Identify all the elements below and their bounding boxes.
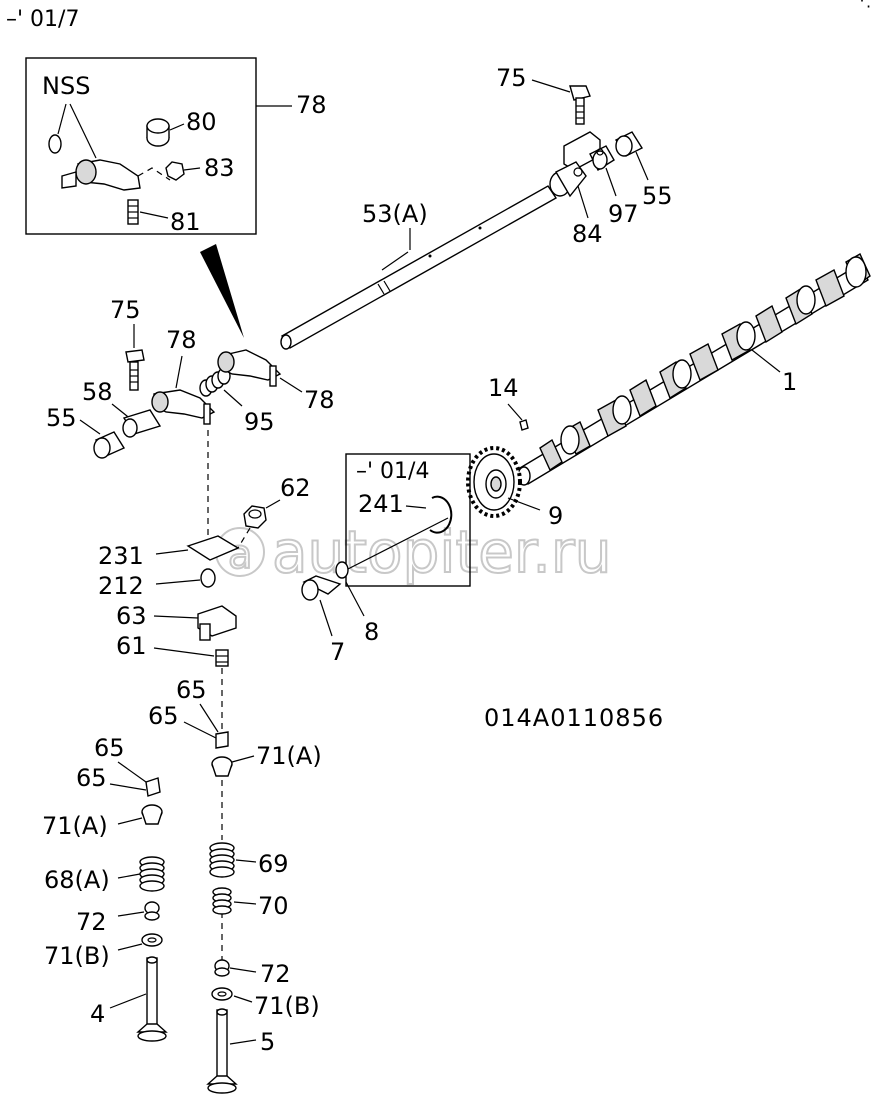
cotter-65-right xyxy=(215,731,229,749)
watermark-text: autopiter.ru xyxy=(272,518,611,586)
label-55-left: 55 xyxy=(46,404,77,432)
label-55-right: 55 xyxy=(642,182,673,210)
inset-nss: NSS 78 80 83 81 xyxy=(25,57,327,236)
label-5: 5 xyxy=(260,1028,275,1056)
label-72-right: 72 xyxy=(260,960,291,988)
label-65-c: 65 xyxy=(94,734,125,762)
valve-5 xyxy=(206,1008,238,1094)
inset-label-78: 78 xyxy=(296,91,327,119)
shaft-bracket-group: 75 84 97 55 xyxy=(496,64,673,248)
label-14: 14 xyxy=(488,374,519,402)
bolt-washer-group: 7 8 xyxy=(301,517,449,666)
label-95: 95 xyxy=(244,408,275,436)
spring-95 xyxy=(199,367,231,397)
label-212: 212 xyxy=(98,572,144,600)
valve-4 xyxy=(136,956,168,1042)
sub-box-241: –' 01/4 241 xyxy=(345,453,471,587)
bolt-75-top xyxy=(575,97,585,125)
label-9: 9 xyxy=(548,502,563,530)
seat-71b-right xyxy=(211,987,233,1001)
label-61: 61 xyxy=(116,632,147,660)
spring-69 xyxy=(209,842,235,878)
seat-71b-left xyxy=(141,933,163,947)
label-71b-left: 71(B) xyxy=(44,942,110,970)
inset-frame xyxy=(25,57,257,235)
drawing-code: 014A0110856 xyxy=(484,704,664,732)
label-70: 70 xyxy=(258,892,289,920)
label-4: 4 xyxy=(90,1000,105,1028)
inset-pointer xyxy=(200,244,244,338)
inset-label-80: 80 xyxy=(186,108,217,136)
svg-text:˙·: ˙· xyxy=(858,0,871,16)
label-65-b: 65 xyxy=(148,702,179,730)
snap-ring-241 xyxy=(429,495,453,534)
rocker-group-left: 75 78 58 55 95 78 xyxy=(46,296,335,459)
spring-68a xyxy=(139,856,165,892)
label-62: 62 xyxy=(280,474,311,502)
spring-70 xyxy=(212,887,232,915)
label-68a: 68(A) xyxy=(44,866,110,894)
cotter-65-left xyxy=(145,777,161,797)
label-65-d: 65 xyxy=(76,764,107,792)
camshaft-1: 1 xyxy=(517,253,871,486)
label-75-top: 75 xyxy=(496,64,527,92)
label-71b-right: 71(B) xyxy=(254,992,320,1020)
inset-nut-83 xyxy=(165,161,185,181)
label-241: 241 xyxy=(358,490,404,518)
key-14 xyxy=(519,419,529,431)
bridge-231 xyxy=(186,535,240,561)
nut-212 xyxy=(200,568,216,588)
inset-label-83: 83 xyxy=(204,154,235,182)
watermark: a autopiter.ru xyxy=(215,517,612,587)
label-7: 7 xyxy=(330,638,345,666)
nut-62: 62 xyxy=(237,474,311,549)
label-84: 84 xyxy=(572,220,603,248)
sub-box-frame xyxy=(345,453,471,587)
label-72-left: 72 xyxy=(76,908,107,936)
label-69: 69 xyxy=(258,850,289,878)
label-78-right: 78 xyxy=(304,386,335,414)
washer-8 xyxy=(335,561,349,579)
label-231: 231 xyxy=(98,542,144,570)
label-65-a: 65 xyxy=(176,676,207,704)
label-53a: 53(A) xyxy=(362,200,428,228)
rocker-shaft-53a: 53(A) xyxy=(280,185,558,350)
label-71a-right: 71(A) xyxy=(256,742,322,770)
label-71a-left: 71(A) xyxy=(42,812,108,840)
screw-61 xyxy=(215,649,229,667)
bolt-7 xyxy=(301,579,319,601)
label-75-left: 75 xyxy=(110,296,141,324)
sub-box-serial: –' 01/4 xyxy=(356,459,429,484)
inset-title: NSS xyxy=(42,72,90,100)
label-1: 1 xyxy=(782,368,797,396)
svg-text:a: a xyxy=(228,532,253,578)
label-8: 8 xyxy=(364,618,379,646)
gear-9: 9 xyxy=(466,446,563,530)
inset-label-81: 81 xyxy=(170,208,201,236)
label-97: 97 xyxy=(608,200,639,228)
serial-range-label: –' 01/7 xyxy=(6,7,79,32)
label-58: 58 xyxy=(82,378,113,406)
label-78-mid: 78 xyxy=(166,326,197,354)
label-63: 63 xyxy=(116,602,147,630)
